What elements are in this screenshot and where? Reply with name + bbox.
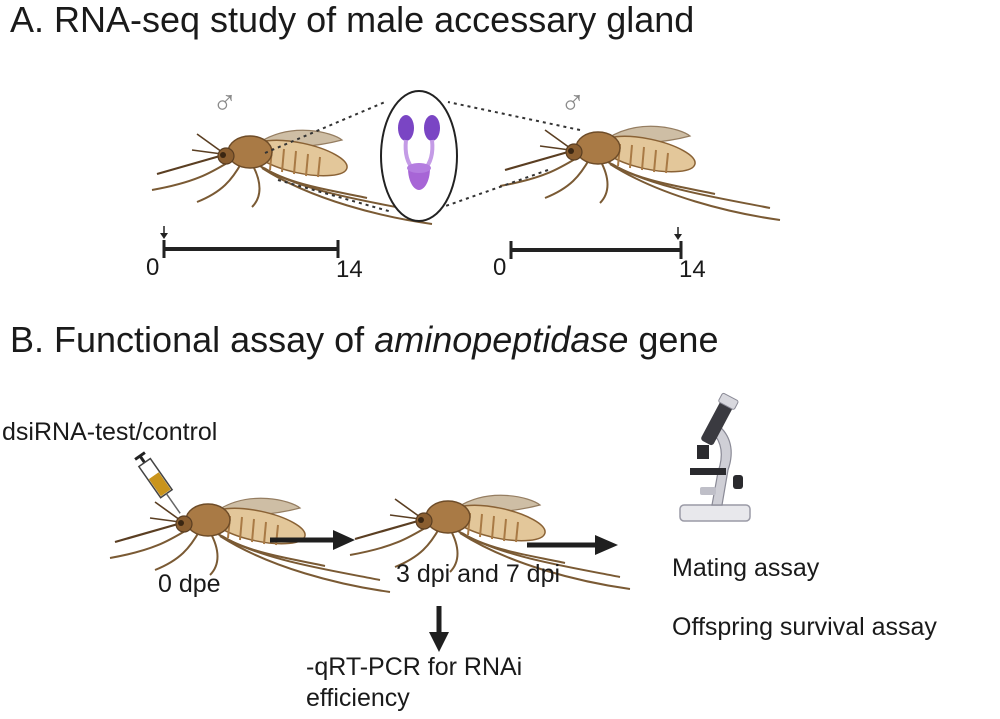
- syringe-icon: [134, 451, 181, 514]
- male-symbol-left: ♂: [212, 84, 238, 122]
- section-b-heading-prefix: B. Functional assay of: [10, 319, 375, 360]
- arrow-stage2-to-assays: [527, 535, 618, 555]
- timeline-right: [509, 227, 683, 259]
- microscope-icon: [679, 392, 751, 522]
- qpcr-label-line2: efficiency: [306, 684, 410, 712]
- timeline-right-start: 0: [493, 254, 507, 281]
- timeline-right-end: 14: [679, 256, 706, 283]
- mosquito-right-image: [498, 125, 782, 222]
- accessory-gland-icon: [380, 90, 458, 222]
- section-b-heading-gene: aminopeptidase: [374, 319, 629, 360]
- qpcr-label-line1: -qRT-PCR for RNAi: [306, 653, 523, 681]
- assay-offspring-label: Offspring survival assay: [672, 613, 937, 641]
- mosquito-stage1-image: [108, 497, 392, 594]
- assay-mating-label: Mating assay: [672, 554, 820, 582]
- timeline-left-end: 14: [336, 256, 363, 283]
- timeline-left-start: 0: [146, 254, 160, 281]
- section-b-heading: B. Functional assay of aminopeptidase ge…: [10, 322, 718, 358]
- arrow-down-qpcr: [429, 606, 449, 652]
- section-b-heading-suffix: gene: [628, 319, 719, 360]
- injection-label: dsiRNA-test/control: [2, 418, 218, 446]
- timeline-left: [160, 226, 340, 258]
- zoom-lines: [264, 101, 581, 213]
- section-a-heading: A. RNA-seq study of male accessary gland: [10, 0, 695, 40]
- stage1-label: 0 dpe: [158, 570, 221, 598]
- stage2-label: 3 dpi and 7 dpi: [396, 560, 561, 588]
- arrow-stage1-to-stage2: [270, 530, 355, 550]
- male-symbol-right: ♂: [560, 84, 586, 122]
